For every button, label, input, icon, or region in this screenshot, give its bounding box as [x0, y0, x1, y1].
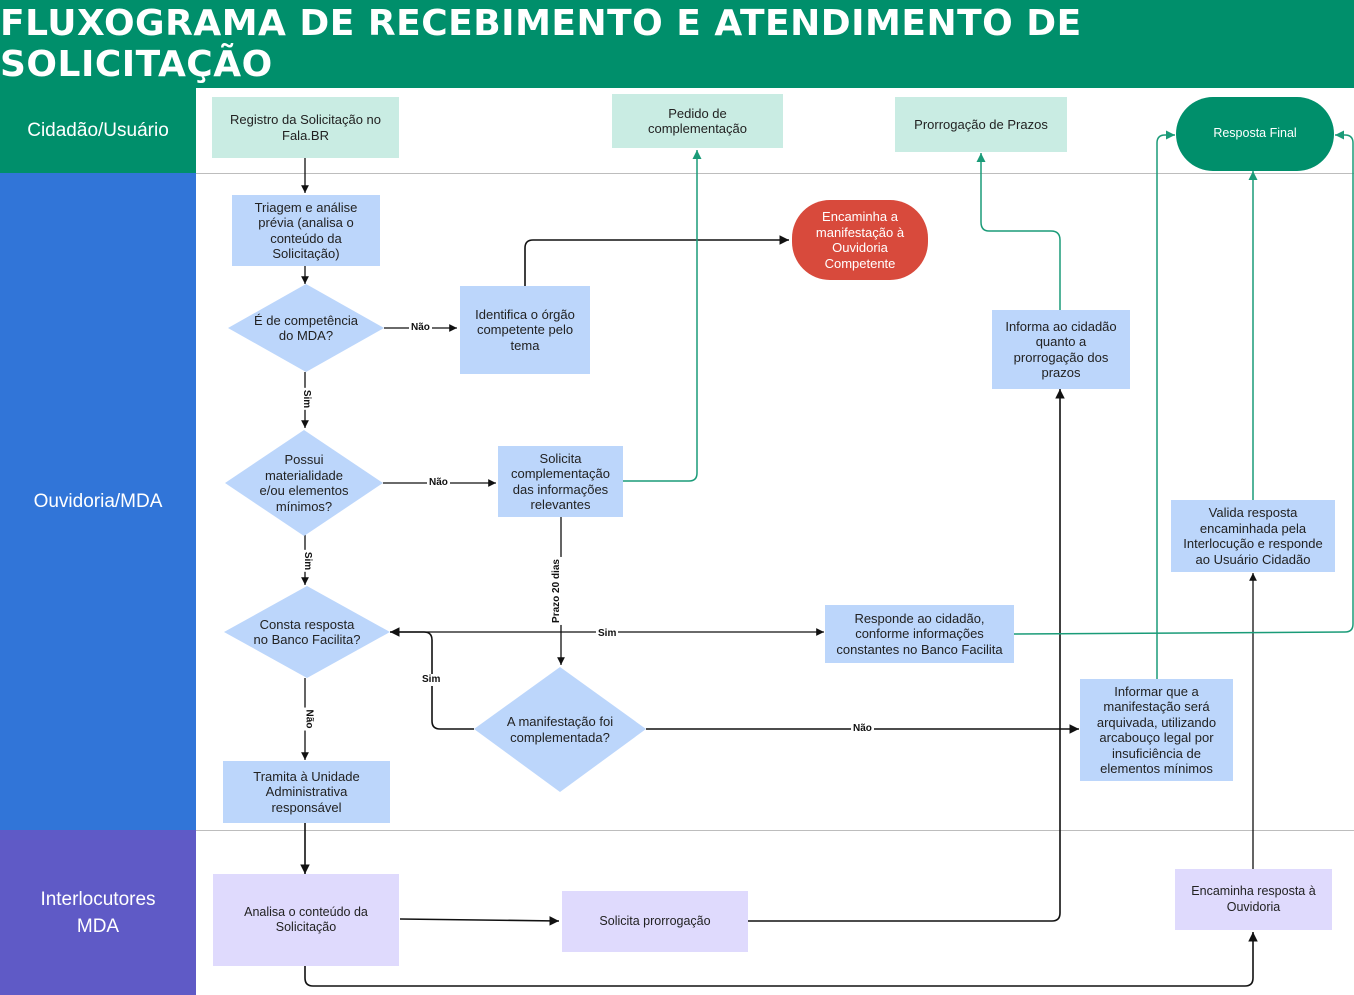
node-pedido-complementacao[interactable]: Pedido de complementação	[612, 94, 783, 148]
decision-competencia[interactable]: É de competência do MDA?	[228, 284, 384, 372]
connector-analisa-encaminha	[304, 932, 1258, 987]
decision-banco-facilita[interactable]: Consta resposta no Banco Facilita?	[224, 586, 390, 678]
node-analisa-conteudo[interactable]: Analisa o conteúdo da Solicitação	[213, 874, 399, 966]
connector-analisa-solicita	[399, 916, 560, 926]
node-responde-cidadao[interactable]: Responde ao cidadão, conforme informaçõe…	[825, 605, 1014, 663]
edge-label-sim-competencia: Sim	[300, 387, 313, 411]
node-encaminha-ouvidoria-competente[interactable]: Encaminha a manifestação à Ouvidoria Com…	[792, 200, 928, 280]
node-informar-arquivada[interactable]: Informar que a manifestação será arquiva…	[1080, 679, 1233, 781]
node-prorrogacao-prazos[interactable]: Prorrogação de Prazos	[895, 97, 1067, 152]
connector-informa-prorrogacao	[976, 153, 1061, 310]
decision-materialidade-label: Possui materialidade e/ou elementos míni…	[259, 452, 349, 514]
node-identifica-orgao[interactable]: Identifica o órgão competente pelo tema	[460, 286, 590, 374]
decision-competencia-label: É de competência do MDA?	[253, 312, 359, 344]
connector-solicita-informa	[748, 389, 1065, 922]
decision-banco-facilita-label: Consta resposta no Banco Facilita?	[253, 616, 361, 648]
connector-identifica-encaminha	[524, 235, 789, 286]
node-solicita-complementacao[interactable]: Solicita complementação das informações …	[498, 446, 623, 517]
node-resposta-final[interactable]: Resposta Final	[1176, 97, 1334, 171]
connector-arquivada-resposta	[1156, 130, 1175, 679]
diamond-shape	[224, 586, 390, 678]
page-title: FLUXOGRAMA DE RECEBIMENTO E ATENDIMENTO …	[0, 0, 1354, 88]
lane-divider	[196, 830, 1354, 831]
node-encaminha-resposta[interactable]: Encaminha resposta à Ouvidoria	[1175, 869, 1332, 930]
node-informa-prorrogacao[interactable]: Informa ao cidadão quanto a prorrogação …	[992, 310, 1130, 389]
edge-label-sim-complementada: Sim	[420, 674, 443, 686]
edge-label-nao-competencia: Não	[409, 322, 432, 334]
node-valida-resposta[interactable]: Valida resposta encaminhada pela Interlo…	[1171, 500, 1335, 572]
lane-divider	[196, 173, 1354, 174]
diamond-shape	[228, 284, 384, 372]
edge-label-nao-materialidade: Não	[427, 477, 450, 489]
decision-materialidade[interactable]: Possui materialidade e/ou elementos míni…	[225, 430, 383, 536]
diamond-shape	[474, 667, 646, 792]
edge-label-nao-complementada: Não	[851, 723, 874, 735]
edge-label-nao-banco: Não	[302, 707, 315, 731]
lane-header-interlocutores: Interlocutores MDA	[0, 830, 196, 995]
node-tramita-unidade[interactable]: Tramita à Unidade Administrativa respons…	[223, 761, 390, 823]
node-registro-solicitacao[interactable]: Registro da Solicitação no Fala.BR	[212, 97, 399, 158]
diamond-shape	[225, 430, 383, 536]
connector-solicita-pedido	[623, 150, 702, 482]
edge-label-prazo: Prazo 20 dias	[550, 557, 563, 625]
connector-responde-resposta	[1012, 130, 1354, 635]
decision-manifestacao-complementada-label: A manifestação foi complementada?	[506, 714, 614, 745]
lane-header-ouvidoria: Ouvidoria/MDA	[0, 173, 196, 830]
node-solicita-prorrogacao[interactable]: Solicita prorrogação	[562, 891, 748, 952]
decision-manifestacao-complementada[interactable]: A manifestação foi complementada?	[474, 667, 646, 792]
node-triagem[interactable]: Triagem e análise prévia (analisa o cont…	[232, 195, 380, 266]
lane-header-cidadao: Cidadão/Usuário	[0, 88, 196, 173]
edge-label-sim-banco: Sim	[596, 628, 619, 640]
edge-label-sim-materialidade: Sim	[301, 549, 314, 573]
